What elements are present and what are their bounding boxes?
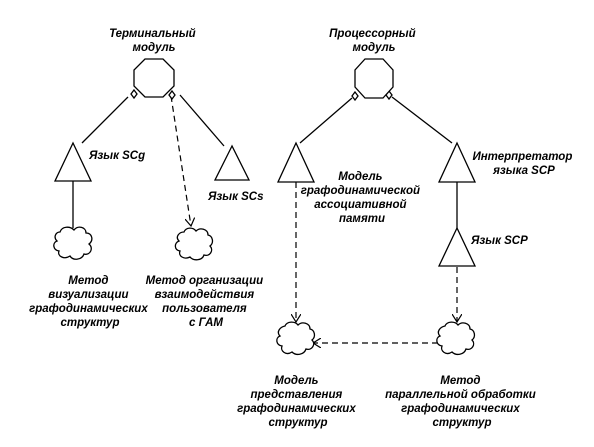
scp-interpreter-line: языка SCP (492, 165, 555, 177)
method-interaction-label: Метод организации взаимодействия пользов… (146, 275, 267, 329)
terminal-module-label: Терминальный модуль (109, 28, 199, 54)
processor-module-label: Процессорный модуль (329, 28, 419, 54)
triangle-icon (437, 226, 477, 267)
terminal-module-line: модуль (132, 42, 175, 54)
method-visualization-label: Метод визуализации графодинамических стр… (29, 275, 151, 329)
method-parallel-line: Метод (440, 375, 480, 387)
edge-processor-interpreter (391, 96, 453, 144)
method-interaction-line: с ГАМ (189, 317, 223, 329)
lang-scs-label: Язык SCs (207, 191, 263, 203)
terminal-module-line: Терминальный (109, 28, 196, 40)
aggregation-diamond-icon (168, 89, 176, 101)
method-parallel-line: параллельной обработки (385, 389, 536, 401)
cloud-icon (53, 226, 93, 260)
triangle-icon (276, 141, 316, 183)
method-visualization-line: структур (61, 317, 120, 329)
model-representation-label: Модель представления графодинамических с… (237, 375, 359, 429)
scp-interpreter-line: Интерпретатор (472, 151, 572, 163)
lang-scg-label: Язык SCg (88, 150, 145, 162)
aggregation-diamond-icon (130, 88, 138, 100)
method-interaction-line: пользователя (162, 303, 247, 315)
model-representation-line: представления (250, 389, 342, 401)
octagon-icon (354, 58, 394, 99)
lang-scp-label: Язык SCP (470, 235, 528, 247)
method-interaction-line: взаимодействия (155, 289, 255, 301)
method-parallel-line: графодинамических (401, 403, 520, 415)
processor-module-line: Процессорный (329, 28, 415, 40)
cloud-icon (436, 321, 476, 356)
model-memory-line: памяти (339, 213, 385, 225)
method-parallel-label: Метод параллельной обработки графодинами… (385, 375, 539, 429)
processor-module-line: модуль (352, 42, 395, 54)
model-representation-line: Модель (274, 375, 318, 387)
method-visualization-line: графодинамических (29, 303, 148, 315)
scp-interpreter-label: Интерпретатор языка SCP (472, 151, 575, 177)
model-representation-line: структур (269, 417, 328, 429)
edge-terminal-scg (81, 96, 129, 144)
octagon-icon (133, 58, 175, 98)
edge-terminal-interaction (170, 95, 191, 226)
model-memory-line: Модель (338, 171, 382, 183)
method-visualization-line: визуализации (48, 289, 128, 301)
cloud-icon (174, 227, 214, 261)
model-memory-label: Модель графодинамической ассоциативной п… (301, 171, 423, 225)
edge-terminal-scs (179, 94, 225, 147)
triangle-icon (213, 144, 251, 181)
method-interaction-line: Метод организации (146, 275, 264, 287)
method-parallel-line: структур (433, 417, 492, 429)
model-representation-line: графодинамических (237, 403, 356, 415)
aggregation-diamond-icon (351, 90, 359, 102)
model-memory-line: графодинамической (301, 185, 420, 197)
cloud-icon (276, 321, 316, 356)
method-visualization-line: Метод (68, 275, 108, 287)
triangle-icon (53, 141, 93, 182)
edge-processor-model (299, 97, 353, 144)
triangle-icon (437, 141, 477, 183)
model-memory-line: ассоциативной (314, 199, 406, 211)
